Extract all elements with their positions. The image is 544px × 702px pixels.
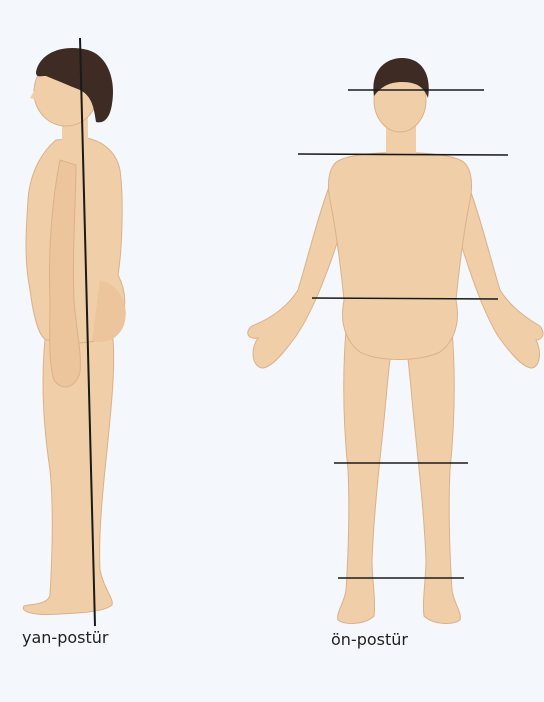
side-posture-caption: yan-postür bbox=[22, 628, 108, 647]
front-posture-caption: ön-postür bbox=[331, 630, 408, 649]
front-right-leg bbox=[404, 330, 460, 623]
side-view-figure bbox=[23, 38, 125, 626]
front-view-figure bbox=[248, 58, 543, 623]
front-torso bbox=[328, 153, 471, 360]
front-left-leg bbox=[338, 330, 394, 623]
front-shoulder-line bbox=[298, 154, 508, 155]
front-hip-line bbox=[312, 298, 498, 299]
